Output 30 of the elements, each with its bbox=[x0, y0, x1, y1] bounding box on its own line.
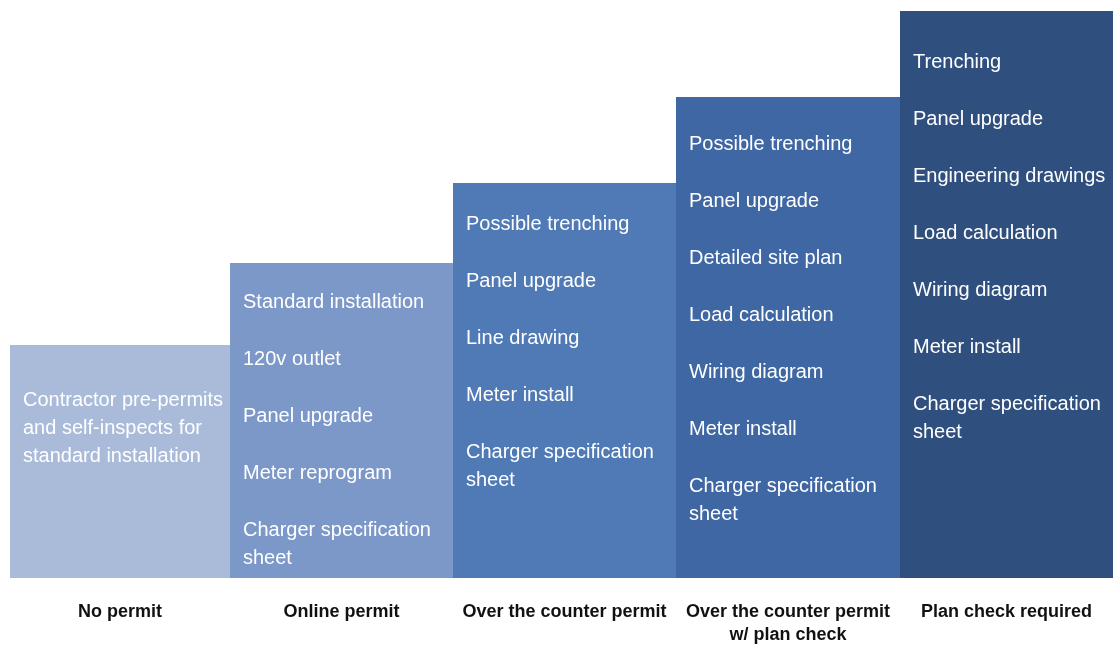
requirement-text: Meter reprogram bbox=[243, 460, 393, 485]
requirement-text: Possible trenching bbox=[689, 131, 854, 156]
step-label: Plan check required bbox=[919, 600, 1094, 623]
requirement-text: Meter install bbox=[913, 334, 1022, 359]
requirement-text: Meter install bbox=[466, 382, 575, 407]
requirement-text: Charger specification sheet bbox=[243, 517, 432, 570]
requirement-text: Contractor pre-permits and self-inspects for standard installation bbox=[23, 387, 225, 468]
requirement-text: Detailed site plan bbox=[689, 245, 844, 270]
step-label: No permit bbox=[77, 600, 163, 623]
requirement-text: Charger specification sheet bbox=[466, 439, 655, 492]
requirement-text: Load calculation bbox=[913, 220, 1059, 245]
requirement-text: Possible trenching bbox=[466, 211, 631, 236]
requirement-text: Wiring diagram bbox=[689, 359, 825, 384]
requirement-text: Panel upgrade bbox=[243, 403, 375, 428]
requirement-text: Panel upgrade bbox=[466, 268, 598, 293]
requirement-text: Wiring diagram bbox=[913, 277, 1049, 302]
step-label: Over the counter permit w/ plan check bbox=[684, 600, 891, 646]
requirement-text: Load calculation bbox=[689, 302, 835, 327]
requirement-text: Charger specification sheet bbox=[913, 391, 1102, 444]
step-label: Over the counter permit bbox=[461, 600, 668, 623]
requirement-text: Meter install bbox=[689, 416, 798, 441]
requirement-text: Standard installation bbox=[243, 289, 426, 314]
requirement-text: Trenching bbox=[913, 49, 1003, 74]
requirement-text: Panel upgrade bbox=[689, 188, 821, 213]
requirement-text: Panel upgrade bbox=[913, 106, 1045, 131]
step-label: Online permit bbox=[282, 600, 401, 623]
requirement-text: 120v outlet bbox=[243, 346, 342, 371]
requirement-text: Engineering drawings bbox=[913, 163, 1107, 188]
requirement-text: Charger specification sheet bbox=[689, 473, 878, 526]
requirement-text: Line drawing bbox=[466, 325, 581, 350]
